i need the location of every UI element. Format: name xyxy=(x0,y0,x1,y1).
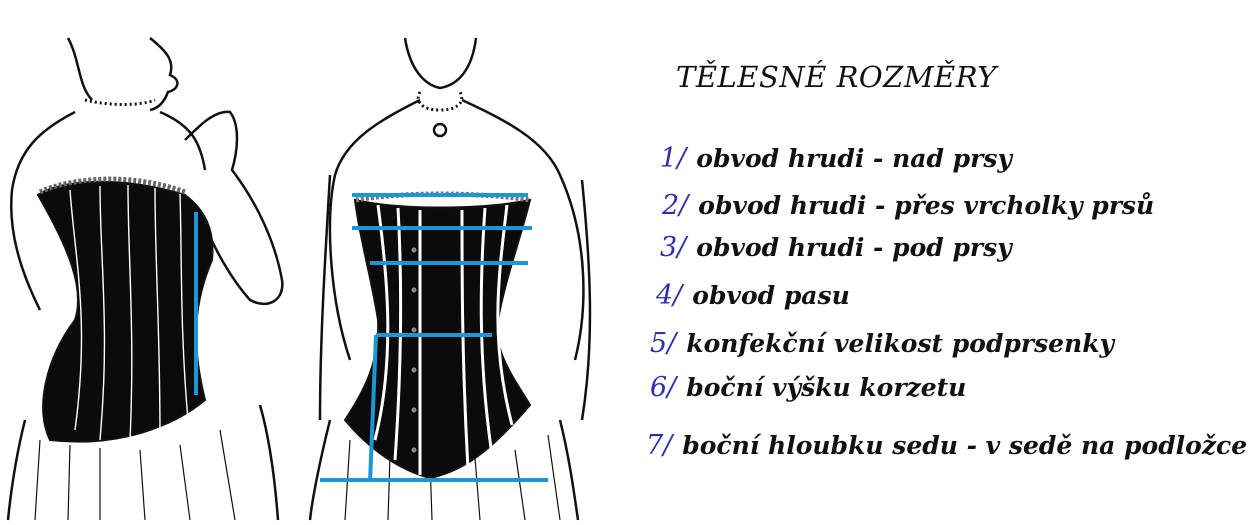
diagram-title: TĚLESNÉ ROZMĚRY xyxy=(676,60,997,94)
legend-item-3: 3/obvod hrudi - pod prsy xyxy=(660,232,1012,263)
legend-item-1: 1/obvod hrudi - nad prsy xyxy=(660,143,1012,174)
right-corset-buttons xyxy=(411,247,417,453)
legend-label: obvod hrudi - přes vrcholky prsů xyxy=(698,191,1155,220)
legend-item-6: 6/boční výšku korzetu xyxy=(650,372,966,403)
legend-number: 3/ xyxy=(660,232,687,263)
legend-item-4: 4/obvod pasu xyxy=(656,280,850,311)
left-figure xyxy=(6,37,284,521)
corset-illustration xyxy=(6,37,592,521)
right-measure-lines xyxy=(320,193,548,483)
legend-label: konfekční velikost podprsenky xyxy=(686,329,1115,358)
legend-label: obvod pasu xyxy=(692,281,850,310)
left-lace-trim xyxy=(38,176,186,195)
right-corset-bones xyxy=(373,204,514,475)
legend-number: 2/ xyxy=(662,190,689,221)
legend-number: 5/ xyxy=(650,328,677,359)
legend-item-7: 7/boční hloubku sedu - v sedě na podložc… xyxy=(646,430,1247,461)
legend-label: obvod hrudi - pod prsy xyxy=(696,233,1012,262)
line-side-height xyxy=(368,334,378,483)
legend-number: 1/ xyxy=(660,143,687,174)
left-corset-bones xyxy=(69,184,189,443)
legend-label: boční výšku korzetu xyxy=(686,373,967,402)
legend-label: obvod hrudi - nad prsy xyxy=(696,144,1012,173)
legend-item-5: 5/konfekční velikost podprsenky xyxy=(650,328,1114,359)
right-figure xyxy=(308,37,592,521)
legend-label: boční hloubku sedu - v sedě na podložce xyxy=(682,431,1248,460)
legend-number: 4/ xyxy=(656,280,683,311)
legend-number: 6/ xyxy=(650,372,677,403)
legend-item-2: 2/obvod hrudi - přes vrcholky prsů xyxy=(662,190,1154,221)
left-corset xyxy=(36,180,214,443)
legend-number: 7/ xyxy=(646,430,673,461)
